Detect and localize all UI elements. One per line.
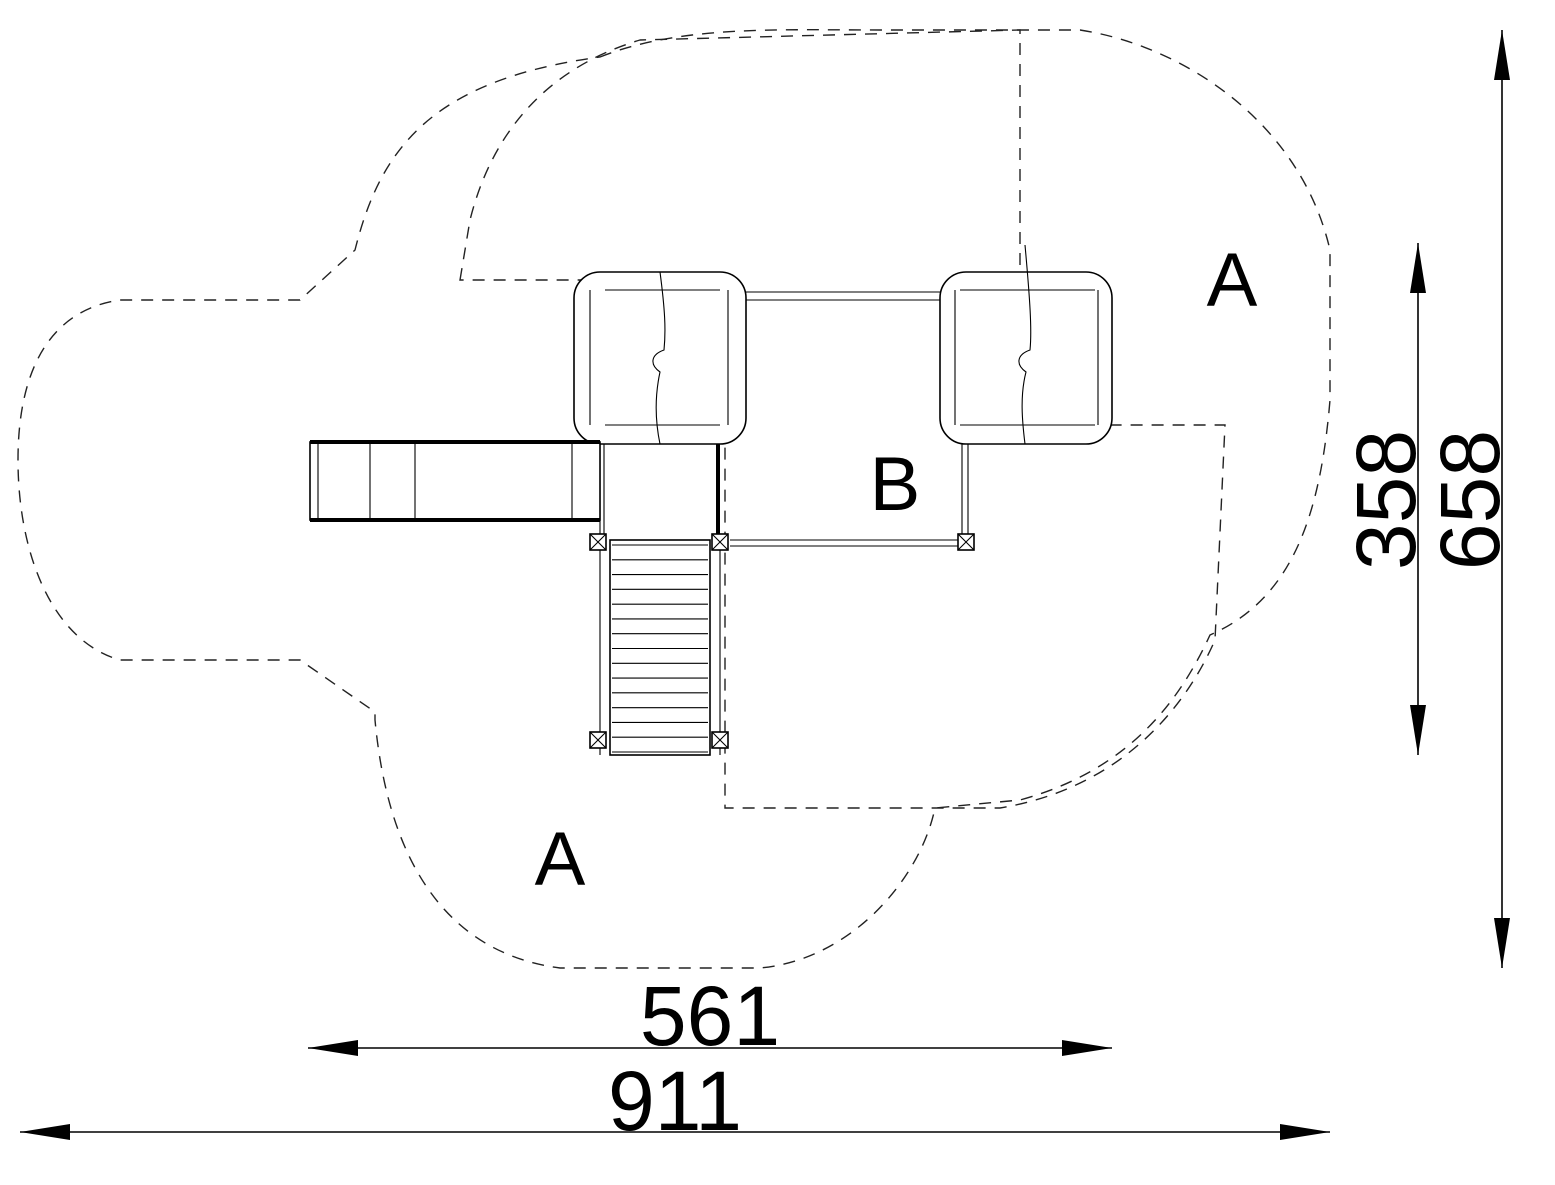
bridge bbox=[746, 291, 940, 301]
slide-bed bbox=[309, 441, 601, 521]
ladder bbox=[589, 533, 729, 756]
left-tower bbox=[573, 271, 747, 445]
dimension-height-inner: 358 bbox=[1339, 243, 1433, 755]
left-tower-roof bbox=[573, 271, 747, 445]
deck-frame bbox=[599, 443, 975, 551]
slide bbox=[309, 440, 601, 522]
dimension-width-inner-label: 561 bbox=[640, 969, 780, 1063]
dimension-height-inner-label: 358 bbox=[1339, 430, 1433, 570]
right-tower-roof-seam bbox=[1018, 244, 1032, 445]
left-tower-roof-seam bbox=[652, 271, 666, 445]
right-tower bbox=[939, 244, 1113, 445]
dimension-height-outer: 658 bbox=[1423, 30, 1517, 968]
ladder-frame bbox=[609, 539, 711, 756]
zone-a-right-label: A bbox=[1207, 238, 1258, 323]
zone-a-left-label: A bbox=[535, 817, 586, 902]
dimension-height-outer-label: 658 bbox=[1423, 430, 1517, 570]
zone-b-outline bbox=[459, 29, 1226, 809]
safety-zone-a-outline bbox=[17, 29, 1331, 969]
dimension-width-outer-label: 911 bbox=[608, 1054, 742, 1148]
dimension-width-inner: 561 bbox=[308, 969, 1112, 1063]
right-tower-roof bbox=[939, 271, 1113, 445]
zone-b-label: B bbox=[870, 442, 921, 527]
ladder-rungs bbox=[612, 544, 708, 753]
dimension-width-outer: 911 bbox=[20, 1054, 1330, 1148]
